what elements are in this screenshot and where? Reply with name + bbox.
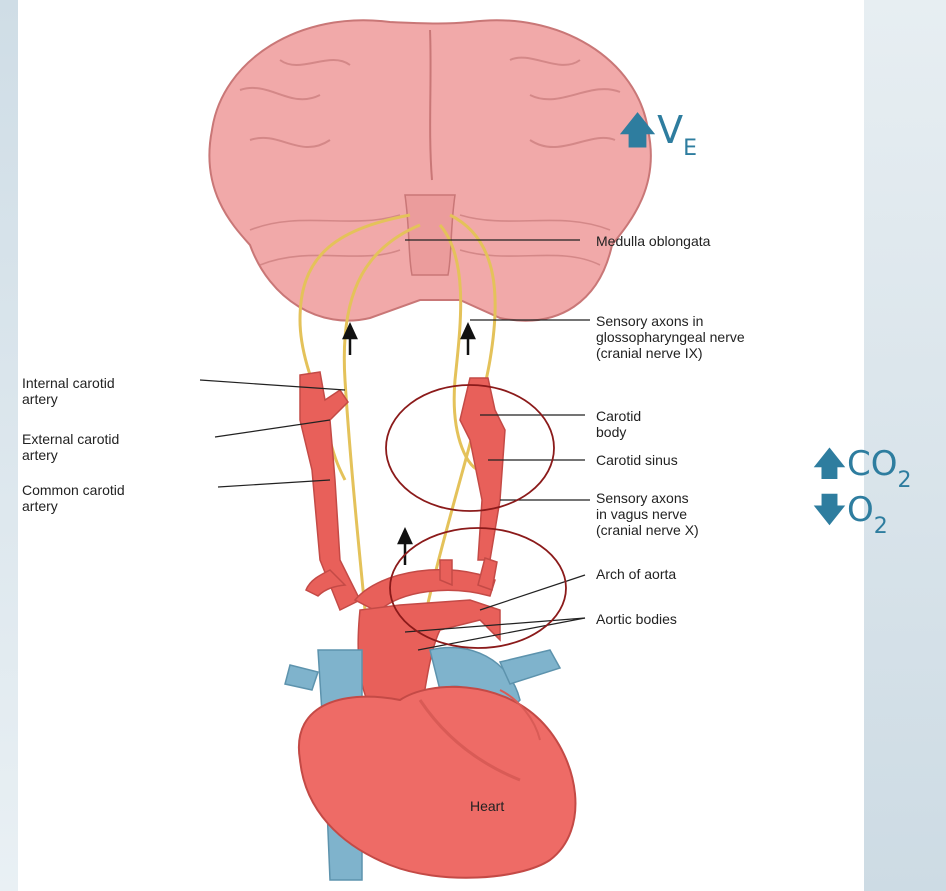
label-heart: Heart — [470, 798, 504, 814]
up-arrow-icon: 🡅 — [618, 108, 657, 152]
annotation-o2-base: O — [847, 490, 874, 530]
label-arch-of-aorta: Arch of aorta — [596, 566, 676, 582]
annotation-o2: 🡇O2 — [812, 486, 888, 543]
label-internal-carotid-artery: Internal carotid artery — [22, 375, 115, 407]
label-sensory-axons-glossopharyngeal: Sensory axons in glossopharyngeal nerve … — [596, 313, 745, 361]
annotation-ve-base: V — [657, 108, 683, 152]
label-external-carotid-artery: External carotid artery — [22, 431, 119, 463]
annotation-ve-sub: E — [683, 136, 697, 161]
label-medulla-oblongata: Medulla oblongata — [596, 233, 710, 249]
down-arrow-icon: 🡇 — [812, 490, 847, 530]
annotation-o2-sub: 2 — [874, 514, 888, 539]
brain — [209, 20, 651, 320]
annotation-co2-base: CO — [847, 444, 898, 484]
signal-arrows — [344, 325, 474, 565]
label-carotid-sinus: Carotid sinus — [596, 452, 678, 468]
annotation-ventilation: 🡅VE — [618, 102, 697, 167]
label-carotid-body: Carotid body — [596, 408, 641, 440]
annotation-co2-sub: 2 — [897, 468, 911, 493]
up-arrow-icon: 🡅 — [812, 444, 847, 484]
label-common-carotid-artery: Common carotid artery — [22, 482, 125, 514]
label-aortic-bodies: Aortic bodies — [596, 611, 677, 627]
label-sensory-axons-vagus: Sensory axons in vagus nerve (cranial ne… — [596, 490, 699, 538]
